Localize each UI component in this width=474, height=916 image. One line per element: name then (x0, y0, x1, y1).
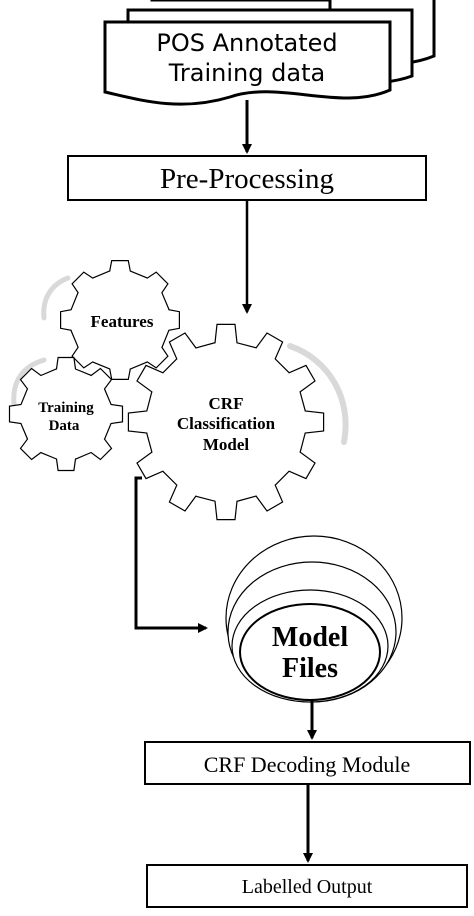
document-label-line1: POS Annotated (156, 29, 337, 57)
features-gear-label: Features (91, 312, 154, 331)
training-data-gear-label-line1: Training (38, 400, 94, 416)
connector-gears-to-model-files (134, 476, 208, 633)
preprocessing-rect (67, 155, 427, 201)
swirl-crf (287, 343, 349, 445)
labelled-output-label: Labelled Output (242, 876, 373, 898)
crf-gear-label-line3: Model (203, 435, 250, 454)
model-files-stack: Model Files (225, 535, 403, 703)
labelled-output-box: Labelled Output (146, 864, 468, 908)
swirl-training (11, 357, 47, 407)
crf-gear-label-line2: Classification (177, 414, 276, 433)
model-files-label-line1: Model (272, 622, 348, 653)
crf-gear-label-line1: CRF (209, 394, 244, 413)
document-label-line2: Training data (168, 59, 325, 87)
preprocessing-label: Pre-Processing (160, 163, 334, 195)
crf-classification-gear-shape (127, 323, 325, 521)
training-data-gear-label-line2: Data (49, 418, 80, 434)
training-data-gear: Training Data (8, 356, 124, 472)
training-data-gear-shape (8, 356, 124, 472)
model-files-label-line2: Files (282, 653, 338, 684)
document-front (103, 20, 392, 106)
training-data-document-stack: POS Annotated Training data (103, 0, 436, 106)
model-files-core-circle (239, 603, 381, 701)
decoding-module-label: CRF Decoding Module (204, 752, 411, 777)
decoding-module-rect (144, 741, 471, 785)
swirl-features (41, 275, 71, 321)
decoding-module-box: CRF Decoding Module (144, 741, 471, 785)
labelled-output-rect (146, 864, 468, 908)
crf-classification-gear: CRF Classification Model (127, 323, 325, 521)
features-gear-shape (60, 260, 180, 380)
features-gear: Features (60, 260, 180, 380)
preprocessing-box: Pre-Processing (67, 155, 427, 201)
